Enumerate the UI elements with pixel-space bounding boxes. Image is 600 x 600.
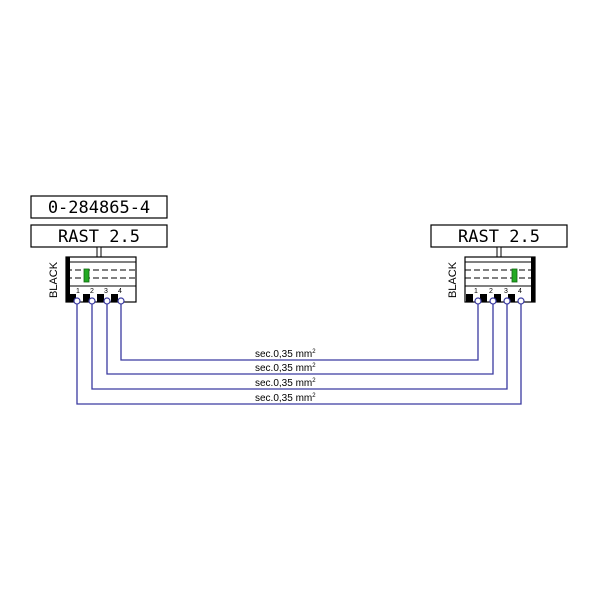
left-pin-1: 1	[76, 288, 80, 295]
left-terminal-4	[117, 297, 125, 305]
left-terminal-2	[88, 297, 96, 305]
wire-labels: sec.0,35 mm2 sec.0,35 mm2 sec.0,35 mm2 s…	[255, 349, 316, 404]
left-terminal-3	[103, 297, 111, 305]
right-terminal-2	[489, 297, 497, 305]
left-part-number-box	[30, 195, 168, 219]
left-pin-4: 4	[118, 288, 122, 295]
left-housing	[65, 256, 137, 303]
right-connector-tab	[496, 246, 502, 258]
wires	[76, 304, 522, 405]
right-terminal-4	[517, 297, 525, 305]
wire-label-4: sec.0,35 mm2	[255, 393, 316, 404]
right-pin-1: 1	[474, 288, 478, 295]
left-pin-2: 2	[90, 288, 94, 295]
left-part-number: 0-284865-4	[48, 198, 150, 218]
right-type-label: RAST 2.5	[458, 227, 540, 247]
left-terminal-1	[73, 297, 81, 305]
right-color-label: BLACK	[447, 261, 459, 298]
left-color-label: BLACK	[48, 261, 60, 298]
wire-1	[120, 304, 479, 361]
left-latch	[83, 268, 90, 283]
right-latch	[511, 268, 518, 283]
left-type-label: RAST 2.5	[58, 227, 140, 247]
wire-4	[76, 304, 522, 405]
right-pin-4: 4	[518, 288, 522, 295]
right-housing	[464, 256, 536, 303]
right-connector: RAST 2.5 BLACK 1 2 3 4	[430, 224, 568, 305]
left-pin-3: 3	[104, 288, 108, 295]
right-pin-3: 3	[504, 288, 508, 295]
wire-label-3: sec.0,35 mm2	[255, 378, 316, 389]
right-terminal-3	[503, 297, 511, 305]
wire-label-1: sec.0,35 mm2	[255, 349, 316, 360]
right-terminal-1	[474, 297, 482, 305]
right-pin-2: 2	[489, 288, 493, 295]
left-connector-tab	[96, 246, 102, 258]
wire-2	[106, 304, 494, 375]
wire-3	[91, 304, 508, 390]
left-connector: 0-284865-4 RAST 2.5 BLACK 1 2 3 4	[30, 195, 168, 305]
wire-label-2: sec.0,35 mm2	[255, 363, 316, 374]
